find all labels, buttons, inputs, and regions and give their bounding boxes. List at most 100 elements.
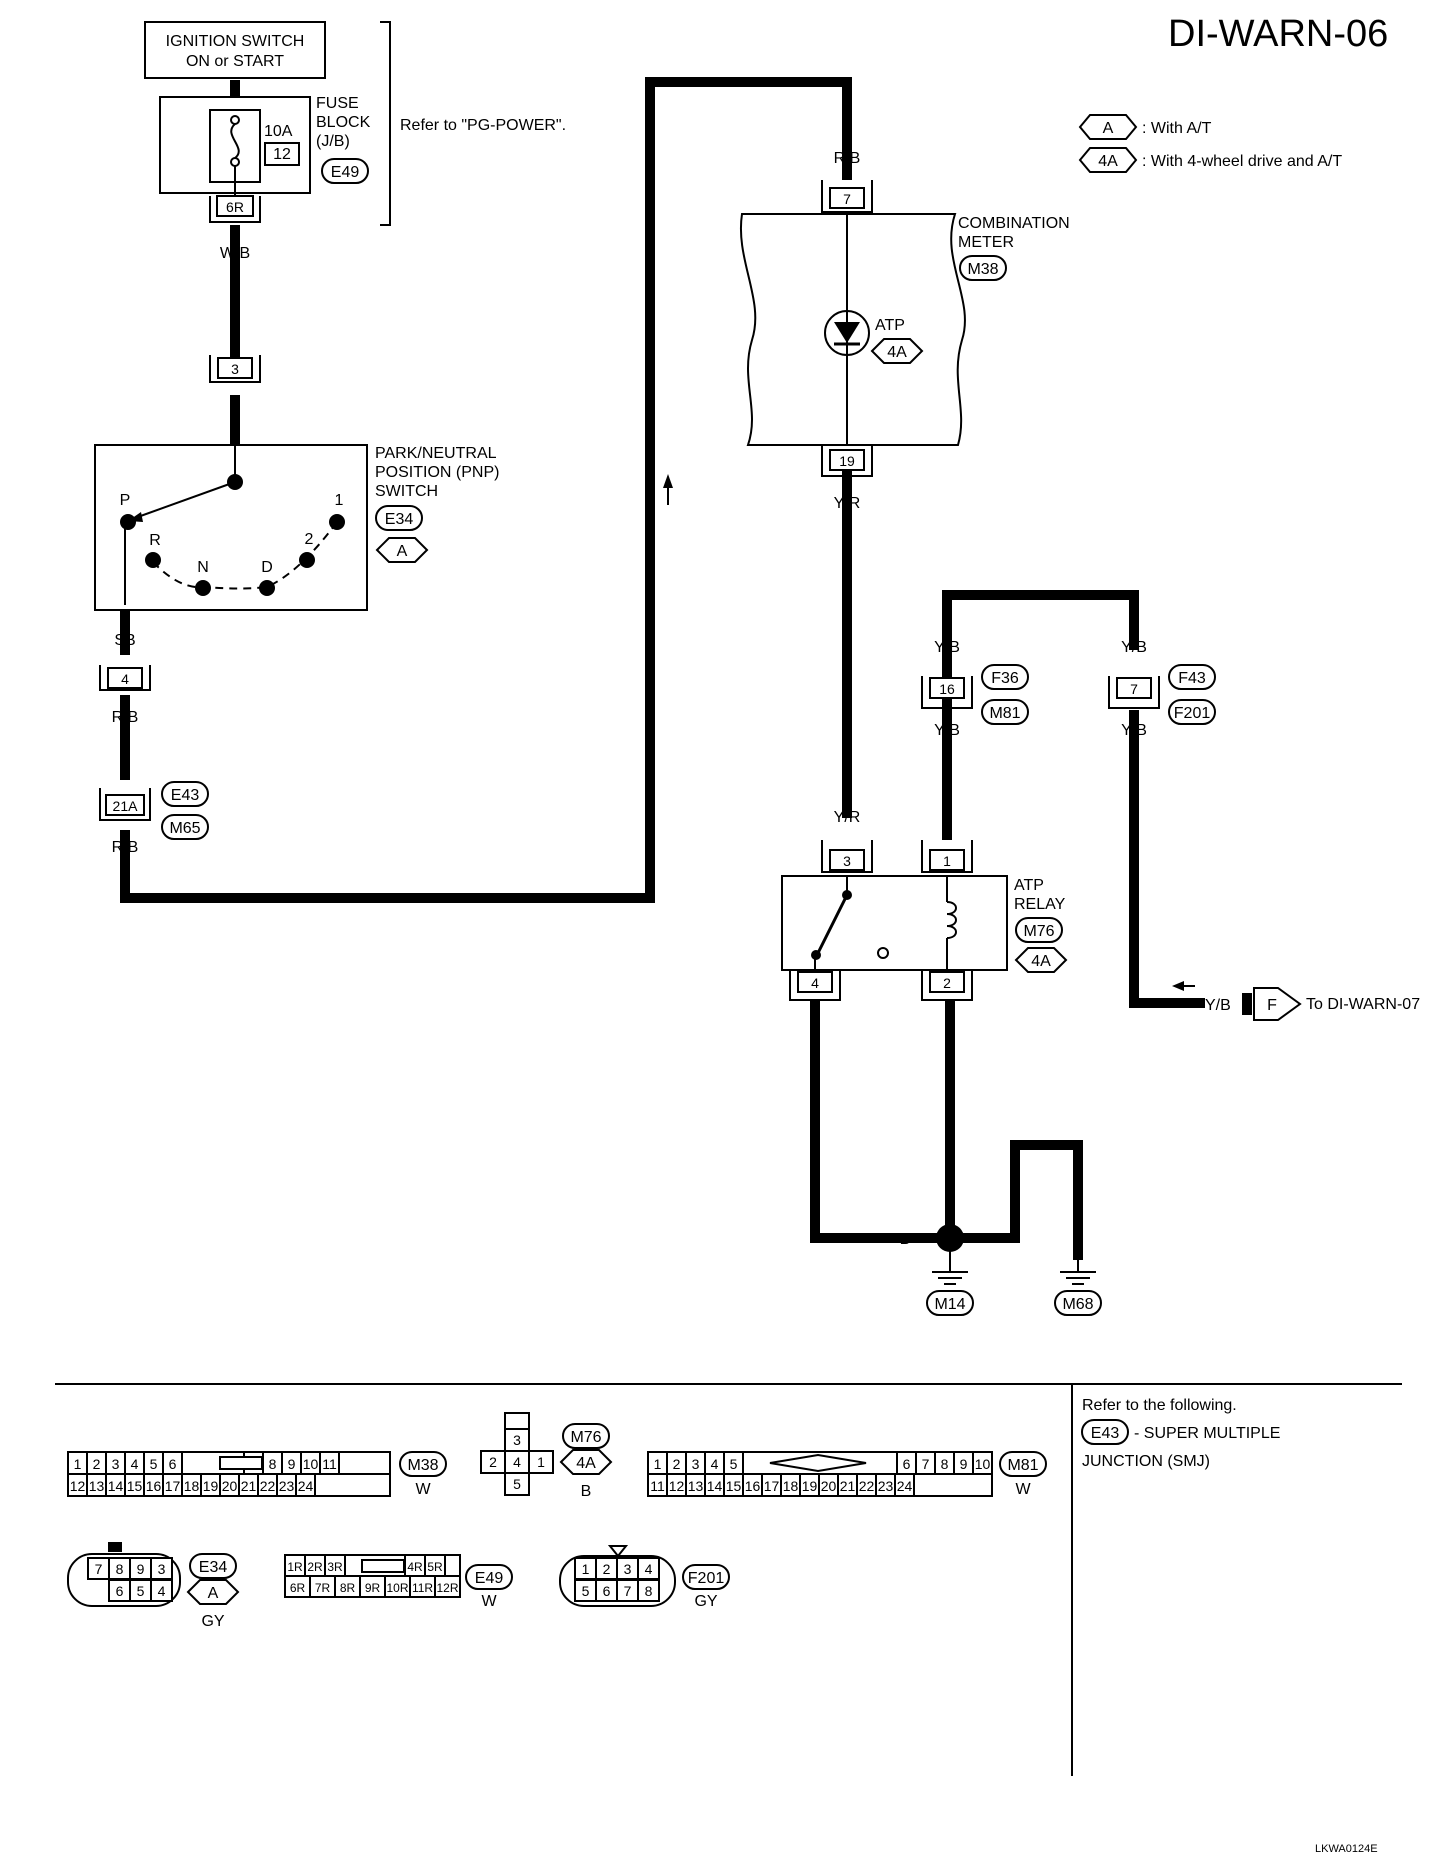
svg-text:POSITION (PNP): POSITION (PNP) — [375, 464, 499, 481]
current-arrow-icon — [663, 474, 673, 505]
svg-text:B: B — [581, 1483, 592, 1500]
pin-number: 7 — [95, 1561, 103, 1577]
pin-number: 9 — [137, 1561, 145, 1577]
svg-text:M76: M76 — [570, 1429, 601, 1446]
pin-number: 2 — [93, 1456, 101, 1472]
refer-box: Refer to the following. E43 - SUPER MULT… — [1081, 1397, 1280, 1470]
svg-text:19: 19 — [839, 453, 855, 469]
pin-number: 24 — [298, 1478, 314, 1494]
svg-text:F36: F36 — [991, 670, 1019, 687]
svg-text:: With A/T: : With A/T — [1142, 120, 1212, 137]
svg-text:21A: 21A — [113, 798, 139, 814]
svg-text:5: 5 — [513, 1476, 521, 1492]
svg-text:2: 2 — [305, 531, 314, 548]
svg-text:IGNITION SWITCH: IGNITION SWITCH — [166, 33, 305, 50]
pin-cell — [295, 1473, 316, 1497]
svg-text:1: 1 — [335, 492, 344, 509]
svg-text:PARK/NEUTRAL: PARK/NEUTRAL — [375, 445, 497, 462]
pin-number: 1 — [582, 1561, 590, 1577]
pin-number: 8 — [116, 1561, 124, 1577]
svg-text:7: 7 — [1130, 681, 1138, 697]
wire-label-rb: R/B — [112, 709, 139, 726]
svg-text:E49: E49 — [331, 164, 360, 181]
pin-cell — [894, 1473, 915, 1497]
svg-text:4A: 4A — [1098, 153, 1118, 170]
pin-cell — [637, 1579, 660, 1602]
connector-m76: 3 2 4 1 5 M76 4A B — [480, 1412, 613, 1500]
pin-number: 3R — [327, 1560, 343, 1574]
svg-text:4A: 4A — [576, 1455, 596, 1472]
pin-number: 4 — [131, 1456, 139, 1472]
svg-text:- SUPER MULTIPLE: - SUPER MULTIPLE — [1134, 1425, 1280, 1442]
pin-number: 11 — [650, 1478, 665, 1494]
terminal-19: 19 — [821, 445, 873, 477]
pin-number: 4 — [645, 1561, 653, 1577]
atp-relay: ATP RELAY M76 4A — [781, 875, 1068, 973]
svg-text:GY: GY — [694, 1593, 717, 1610]
svg-text:Refer to the following.: Refer to the following. — [1082, 1397, 1237, 1414]
fuse-block: 10A 12 FUSE BLOCK (J/B) E49 Refer to "PG… — [159, 21, 566, 226]
pin-number: 20 — [821, 1478, 837, 1494]
pin-number: 3 — [158, 1561, 166, 1577]
svg-text:M76: M76 — [1023, 923, 1054, 940]
svg-text:E34: E34 — [385, 511, 414, 528]
pin-number: 23 — [279, 1478, 295, 1494]
wire-label-yr: Y/R — [834, 495, 861, 512]
terminal-7-meter: 7 — [821, 180, 873, 213]
pin-number: 5 — [150, 1456, 158, 1472]
svg-text:METER: METER — [958, 234, 1014, 251]
svg-text:A: A — [397, 543, 408, 560]
pin-number: 19 — [802, 1478, 818, 1494]
combination-meter: ATP 4A COMBINATION METER M38 — [739, 213, 1070, 446]
wire-label-yb-2: Y/B — [1121, 639, 1147, 656]
terminal-1-relay: 1 — [921, 840, 973, 873]
svg-text:6R: 6R — [226, 199, 244, 215]
pin-number: 6R — [290, 1581, 306, 1595]
wire-label-yb-3: Y/B — [934, 722, 960, 739]
pin-number: 21 — [241, 1478, 257, 1494]
terminal-3-top: 3 — [209, 355, 261, 383]
svg-text:B: B — [1010, 1187, 1021, 1204]
pin-number: 14 — [108, 1478, 124, 1494]
svg-text:(J/B): (J/B) — [316, 133, 350, 150]
pin-number: 8R — [340, 1581, 356, 1595]
pin-cell — [972, 1451, 993, 1475]
svg-text:RELAY: RELAY — [1014, 896, 1066, 913]
svg-text:4A: 4A — [887, 344, 907, 361]
terminal-7-f43: 7 F43 F201 — [1108, 664, 1216, 725]
svg-text:GY: GY — [201, 1613, 224, 1630]
svg-text:2: 2 — [489, 1454, 497, 1470]
svg-text:P: P — [120, 492, 131, 509]
svg-text:E49: E49 — [475, 1570, 504, 1587]
pin-number: 6 — [169, 1456, 177, 1472]
pin-number: 4 — [158, 1583, 166, 1599]
pin-number: 2R — [307, 1560, 323, 1574]
wire-label-rb-2: R/B — [112, 839, 139, 856]
pin-number: 5 — [137, 1583, 145, 1599]
pin-number: 3 — [692, 1456, 700, 1472]
pin-number: 16 — [745, 1478, 761, 1494]
pin-number: 6 — [903, 1456, 911, 1472]
svg-text:16: 16 — [939, 681, 955, 697]
terminal-21a: 21A E43 M65 — [99, 781, 209, 840]
figure-code: LKWA0124E — [1315, 1843, 1378, 1855]
wire-label-yr-2: Y/R — [834, 809, 861, 826]
pin-number: 4R — [407, 1560, 423, 1574]
svg-text:M14: M14 — [934, 1296, 965, 1313]
svg-text:FUSE: FUSE — [316, 95, 359, 112]
svg-text:M68: M68 — [1062, 1296, 1093, 1313]
svg-text:Y/B: Y/B — [1205, 997, 1231, 1014]
pin-number: 12R — [436, 1581, 458, 1595]
svg-text:10A: 10A — [264, 123, 293, 140]
ground-m14: B M14 — [900, 1224, 974, 1316]
pin-number: 7R — [315, 1581, 331, 1595]
pin-number: 11R — [412, 1581, 433, 1595]
svg-text:A: A — [208, 1585, 219, 1602]
pin-cell — [319, 1451, 340, 1475]
pnp-switch: P R N D 2 1 PARK/NEUTRAL POSITION (PNP) … — [94, 444, 499, 611]
pin-number: 15 — [726, 1478, 742, 1494]
